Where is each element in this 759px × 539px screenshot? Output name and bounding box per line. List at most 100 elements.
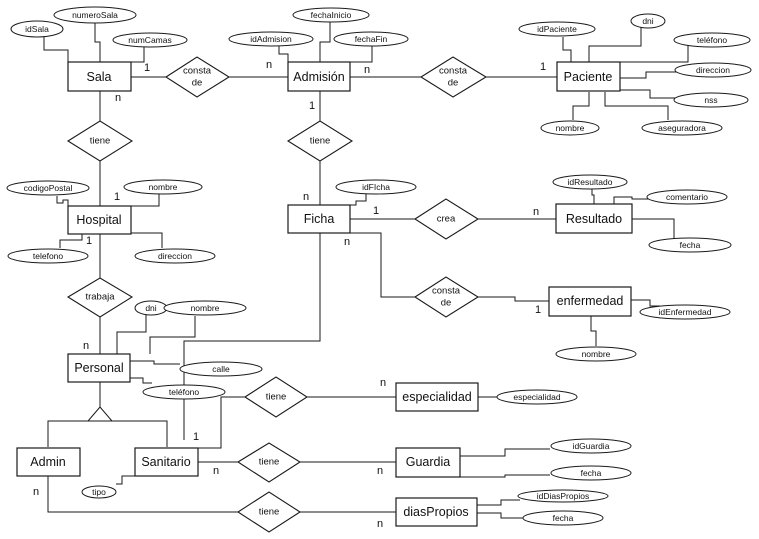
attribute-paciente-idPaciente[interactable]: idPaciente xyxy=(518,21,596,37)
entity-hospital[interactable]: Hospital xyxy=(67,205,132,235)
attribute-resultado-fecha[interactable]: fecha xyxy=(648,237,732,253)
attribute-label: comentario xyxy=(666,192,708,202)
attribute-hospital-codigoPostal[interactable]: codigoPostal xyxy=(6,180,90,196)
connector-line xyxy=(460,448,550,457)
entity-especialidad[interactable]: especialidad xyxy=(395,382,479,412)
attribute-label: fechaFin xyxy=(355,34,388,44)
entity-label: Admisión xyxy=(293,70,344,84)
entity-label: Sala xyxy=(86,70,111,84)
cardinality-label: n xyxy=(83,340,89,352)
attribute-label: idFIcha xyxy=(362,182,390,192)
attribute-label: nombre xyxy=(582,349,611,359)
attribute-especialidad-especialidad[interactable]: especialidad xyxy=(496,389,578,405)
relationship-admision-ficha[interactable]: tiene xyxy=(286,120,354,162)
attribute-sala-numeroSala[interactable]: numeroSala xyxy=(53,6,137,24)
attribute-personal-calle[interactable]: calle xyxy=(179,361,263,377)
attribute-paciente-nombre[interactable]: nombre xyxy=(540,120,600,136)
connector-line xyxy=(319,22,331,62)
attribute-sala-idSala[interactable]: idSala xyxy=(10,20,64,38)
attribute-resultado-comentario[interactable]: comentario xyxy=(646,189,728,205)
attribute-paciente-telefono[interactable]: teléfono xyxy=(673,32,751,48)
attribute-personal-nombre[interactable]: nombre xyxy=(163,300,247,316)
relationship-sala-hospital[interactable]: tiene xyxy=(66,120,134,162)
attribute-sala-numCamas[interactable]: numCamas xyxy=(112,32,188,48)
attribute-label: nombre xyxy=(191,303,220,313)
entity-label: Resultado xyxy=(566,212,622,226)
attribute-paciente-direccion[interactable]: direccion xyxy=(674,62,752,78)
connector-line xyxy=(116,315,147,354)
attribute-ficha-idFicha[interactable]: idFIcha xyxy=(335,179,417,195)
attribute-enfermedad-nombre[interactable]: nombre xyxy=(555,346,637,362)
cardinalities: 1 n n 1 n 1 1 n 1 n n 1 1 n 1 n n n n n xyxy=(33,59,546,530)
relationship-sanitario-especialidad[interactable]: tiene xyxy=(243,376,309,418)
attribute-personal-telefono[interactable]: teléfono xyxy=(142,384,226,400)
entity-admin[interactable]: Admin xyxy=(16,447,81,477)
attribute-paciente-dni[interactable]: dni xyxy=(630,13,666,29)
cardinality-label: n xyxy=(213,465,219,477)
connector-line xyxy=(116,475,135,485)
attribute-guardia-idGuardia[interactable]: idGuardia xyxy=(550,438,632,454)
connector-line xyxy=(47,420,168,447)
entity-enfermedad[interactable]: enfermedad xyxy=(548,286,632,317)
cardinality-label: n xyxy=(303,191,309,203)
attribute-label: idResultado xyxy=(568,177,613,187)
relationship-admin-diasPropios[interactable]: tiene xyxy=(236,491,302,533)
attribute-label: aseguradora xyxy=(658,123,706,133)
entity-personal[interactable]: Personal xyxy=(67,353,131,383)
attribute-label: idAdmision xyxy=(250,34,292,44)
attribute-label: idDiasPropios xyxy=(537,491,589,501)
entity-resultado[interactable]: Resultado xyxy=(555,203,633,234)
entity-guardia[interactable]: Guardia xyxy=(395,447,461,478)
attribute-admision-fechaFin[interactable]: fechaFin xyxy=(333,31,409,47)
isa-triangle xyxy=(86,406,114,422)
entity-paciente[interactable]: Paciente xyxy=(556,61,621,92)
attribute-admision-idAdmision[interactable]: idAdmision xyxy=(228,31,314,47)
attribute-paciente-aseguradora[interactable]: aseguradora xyxy=(641,120,723,136)
attribute-personal-dni[interactable]: dni xyxy=(134,300,168,316)
entity-ficha[interactable]: Ficha xyxy=(287,204,351,234)
connector-line xyxy=(620,45,689,63)
connector-line xyxy=(131,193,160,207)
attribute-label: calle xyxy=(212,364,230,374)
attribute-resultado-idResultado[interactable]: idResultado xyxy=(552,174,628,190)
connector-line xyxy=(562,37,572,62)
attribute-label: fechaInicio xyxy=(311,10,352,20)
cardinality-label: 1 xyxy=(86,235,92,247)
connector-line xyxy=(350,194,367,206)
connector-line xyxy=(130,360,180,365)
relationship-hospital-personal[interactable]: trabaja xyxy=(66,277,134,318)
connector-line xyxy=(632,218,675,238)
attribute-hospital-nombre[interactable]: nombre xyxy=(123,179,203,195)
attribute-guardia-fecha[interactable]: fecha xyxy=(550,465,632,481)
attribute-hospital-telefono[interactable]: telefono xyxy=(7,248,89,264)
connector-line xyxy=(198,396,245,449)
attribute-diasPropios-fecha[interactable]: fecha xyxy=(522,510,604,526)
attribute-label: numCamas xyxy=(128,35,171,45)
attribute-hospital-direccion[interactable]: direccion xyxy=(134,248,216,264)
relationship-label: tiene xyxy=(259,457,280,468)
relationship-ficha-resultado[interactable]: crea xyxy=(413,198,480,240)
entity-diasPropios[interactable]: diasPropios xyxy=(395,497,478,527)
entity-sala[interactable]: Sala xyxy=(67,61,132,92)
attribute-label: fecha xyxy=(581,468,602,478)
attribute-diasPropios-idDiasPropios[interactable]: idDiasPropios xyxy=(517,489,609,503)
attribute-label: telefono xyxy=(33,251,64,261)
entity-admision[interactable]: Admisión xyxy=(287,61,351,92)
entity-sanitario[interactable]: Sanitario xyxy=(134,447,199,477)
relationship-label-line2: de xyxy=(192,78,203,89)
relationship-label: tiene xyxy=(90,136,111,147)
entity-label: Ficha xyxy=(304,212,335,226)
relationship-sanitario-guardia[interactable]: tiene xyxy=(236,442,302,483)
cardinality-label: n xyxy=(364,64,370,76)
connector-line xyxy=(183,233,321,440)
attribute-enfermedad-idEnfermedad[interactable]: idEnfermedad xyxy=(639,304,731,320)
connector-line xyxy=(94,21,101,62)
entity-label: Personal xyxy=(74,361,123,375)
attribute-paciente-nss[interactable]: nss xyxy=(673,92,749,108)
attribute-sanitario-tipo[interactable]: tipo xyxy=(81,485,117,499)
attribute-admision-fechaInicio[interactable]: fechaInicio xyxy=(292,7,370,23)
